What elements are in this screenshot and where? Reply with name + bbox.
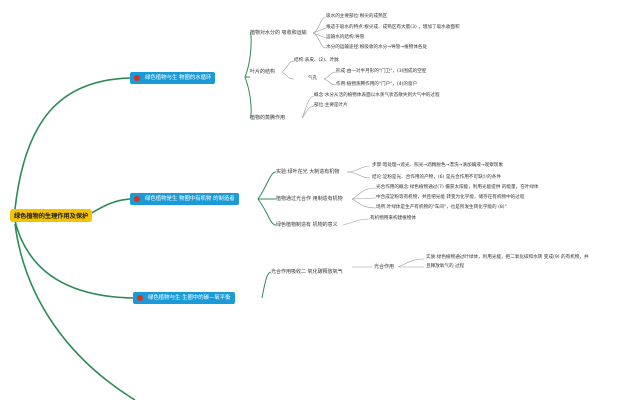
- topic-water-cycle[interactable]: 绿色植物与生 物圈的水循环: [130, 72, 216, 84]
- leaf-text: 作用:植物蒸腾作用的"门户"，(4)的窗户: [336, 82, 418, 87]
- marker-icon: [134, 75, 140, 81]
- topic-organic-producer[interactable]: 绿色植物是生 物圈中有机物 的制造者: [130, 193, 239, 205]
- leaf-text: 场所:叶绿体是生产有机物的"车间"，也是所发生转化学能的 (8)": [376, 205, 507, 210]
- leaf-text: 步骤:暗处理→遮光、照光→酒精脱色→漂洗→滴加碘液→观察现象: [372, 163, 504, 168]
- leaf-text: 且释放氧气的 过程: [426, 264, 465, 269]
- subtopic-photosynthesis-2[interactable]: 光合作用: [374, 264, 395, 270]
- subtopic-co2-o2[interactable]: 光合作用吸收二 氧化碳释放氧气: [271, 269, 343, 275]
- leaf-text: 水分的运输途径:根吸收的水分→导管→植物体各处: [326, 45, 428, 50]
- leaf-text: 结构:表皮、(2)、叶脉: [294, 58, 339, 63]
- marker-icon: [134, 196, 140, 202]
- topic-label: 绿色植物与生 生圈中的碳—氧平衡: [148, 295, 231, 301]
- leaf-text: 有机物用来构建植物体: [370, 216, 416, 221]
- leaf-text: 概念:水分从活的植物体表面以水蒸气状态散失到大气中的过程: [314, 93, 440, 98]
- subtopic-experiment[interactable]: 实验:绿叶在光 大制造有机物: [276, 169, 340, 175]
- root-topic[interactable]: 绿色植物的生理作用及保护: [10, 209, 93, 222]
- topic-carbon-oxygen[interactable]: 绿色植物与生 生圈中的碳—氧平衡: [133, 292, 235, 304]
- leaf-text: 中合成淀粉等有机物，并且把光能 转变为化学能，储存在有机物中的过程: [376, 195, 525, 200]
- leaf-text: 结论:淀粉是光、合作用的产物，(6) 是光合作用不可缺少的条件: [372, 175, 501, 180]
- leaf-text: 形成:由一对半月形的"门卫"，(3)围成的空腔: [336, 69, 427, 74]
- subtopic-significance[interactable]: 绿色植物制造有 机物的意义: [276, 222, 338, 228]
- leaf-text: 实质:绿色植物通过叶绿体，利用光能，把二氧化碳和水转 变成(9) 的有机物，并: [426, 255, 589, 260]
- topic-label: 绿色植物与生 物圈的水循环: [145, 75, 212, 81]
- subtopic-photosynthesis[interactable]: 植物通过光合作 用制造有机物: [276, 196, 343, 202]
- marker-icon: [137, 295, 143, 301]
- leaf-text: 气孔: [308, 76, 318, 81]
- topic-label: 绿色植物是生 物圈中有机物 的制造者: [145, 196, 235, 202]
- leaf-text: 运输水的结构:导管: [326, 35, 365, 40]
- leaf-text: 吸水的主要部位:根尖的成熟区: [326, 14, 388, 19]
- subtopic-leaf-structure[interactable]: 叶片的结构: [250, 69, 276, 75]
- leaf-text: 部位:主要是叶片: [314, 103, 348, 108]
- subtopic-absorption[interactable]: 植物对水分的 吸收和运输: [250, 30, 307, 36]
- leaf-text: 根适于吸水的特点:根尖成、成熟区有大量(3) ，增加了吸水收面积: [326, 25, 460, 30]
- leaf-text: 光合作用的概念:绿色植物通过(7) 摄获太阳能，利用光能提供 的能量，在叶绿体: [376, 185, 539, 190]
- subtopic-transpiration[interactable]: 植物的蒸腾作用: [250, 115, 286, 121]
